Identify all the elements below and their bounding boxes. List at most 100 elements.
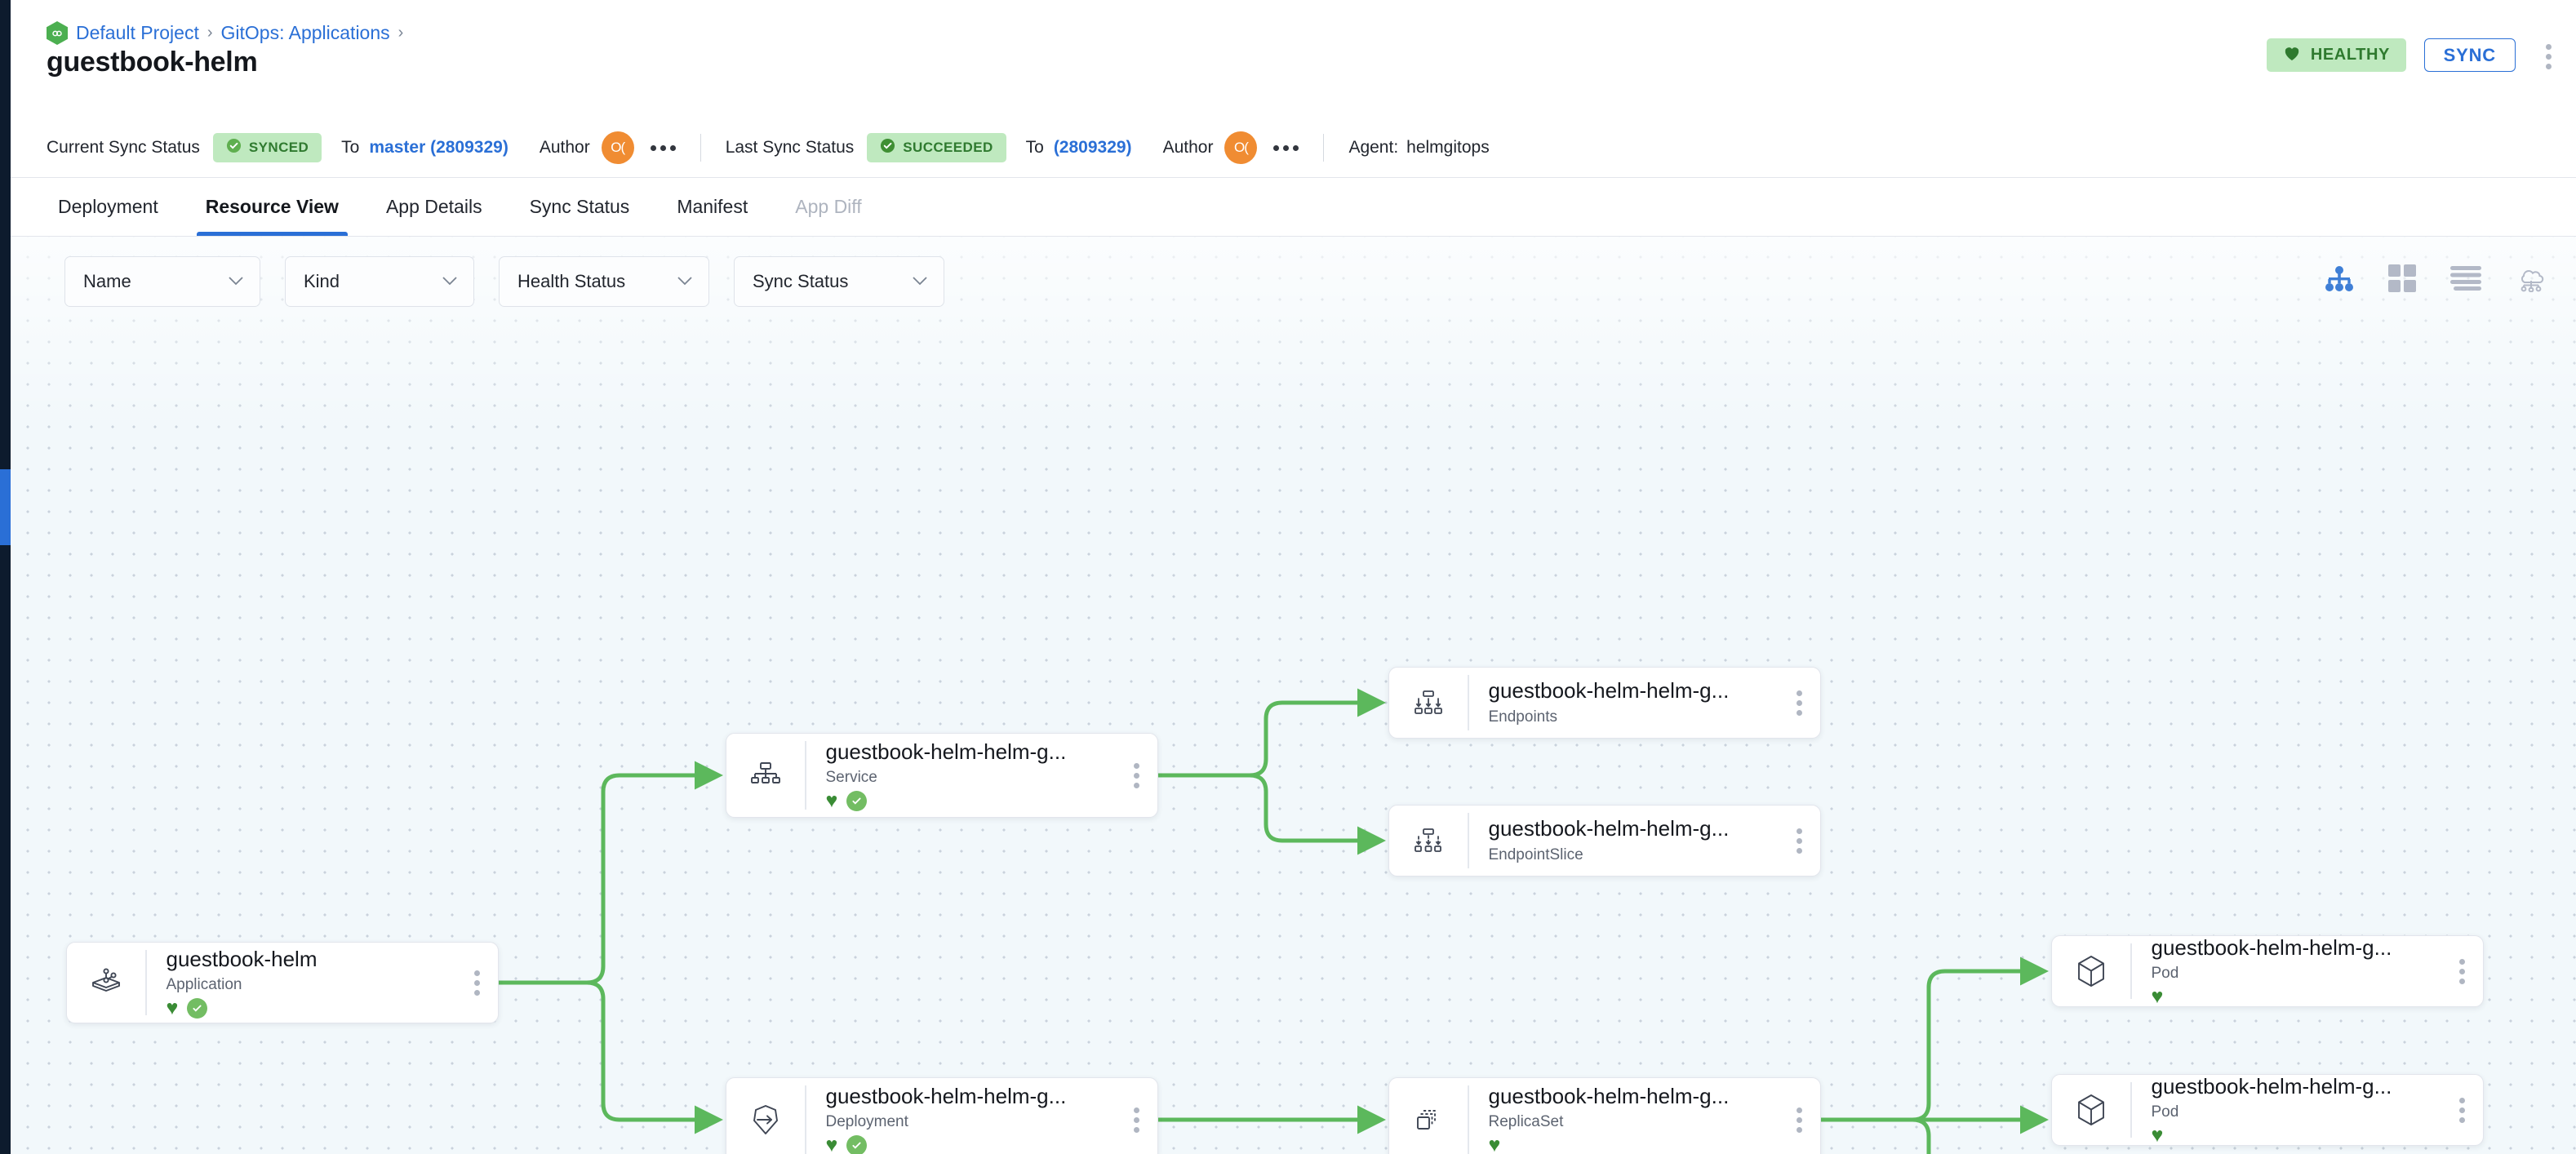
node-title: guestbook-helm-helm-g... — [825, 739, 1067, 764]
graph-node-pod-2[interactable]: guestbook-helm-helm-g... Pod ♥ — [2051, 1074, 2484, 1146]
tab-label: Deployment — [58, 196, 158, 217]
divider — [145, 950, 147, 1015]
node-kebab-menu-icon[interactable] — [1797, 828, 1802, 854]
avatar[interactable]: O( — [601, 131, 634, 164]
ellipsis-icon[interactable] — [1273, 144, 1299, 151]
node-kebab-menu-icon[interactable] — [474, 970, 480, 996]
heart-icon — [2283, 45, 2301, 66]
node-kebab-menu-icon[interactable] — [1134, 1107, 1139, 1133]
filter-kind[interactable]: Kind — [285, 256, 474, 307]
node-title: guestbook-helm-helm-g... — [825, 1084, 1067, 1108]
last-sync-status-pill: SUCCEEDED — [867, 133, 1006, 162]
filter-bar: Name Kind Health Status — [64, 256, 944, 307]
node-body: guestbook-helm Application ♥ — [147, 948, 475, 1019]
divider — [2130, 1082, 2132, 1138]
node-status-badges: ♥ — [166, 996, 475, 1020]
sync-status-bar: Current Sync Status SYNCED To master (28… — [11, 118, 2576, 178]
current-sync-status-pill-label: SYNCED — [248, 140, 309, 155]
filter-sync-status[interactable]: Sync Status — [734, 256, 944, 307]
sync-button[interactable]: SYNC — [2423, 38, 2516, 72]
resource-graph-canvas[interactable]: Name Kind Health Status — [11, 237, 2576, 1154]
resource-graph: guestbook-helm Application ♥ — [11, 237, 2576, 1154]
graph-node-replicaset[interactable]: guestbook-helm-helm-g... ReplicaSet ♥ — [1388, 1077, 1821, 1154]
node-body: guestbook-helm-helm-g... Endpoints — [1469, 679, 1797, 726]
synced-check-icon — [187, 997, 208, 1019]
graph-node-endpoints[interactable]: guestbook-helm-helm-g... Endpoints — [1388, 667, 1821, 739]
node-kind: Service — [825, 769, 877, 787]
filter-name[interactable]: Name — [64, 256, 260, 307]
node-title: guestbook-helm-helm-g... — [1488, 817, 1730, 841]
current-to-label: To — [341, 138, 360, 157]
node-title: guestbook-helm-helm-g... — [1488, 1084, 1730, 1108]
divider — [1468, 813, 1469, 868]
node-body: guestbook-helm-helm-g... ReplicaSet ♥ — [1469, 1085, 1797, 1154]
divider — [700, 134, 701, 162]
node-kebab-menu-icon[interactable] — [1797, 690, 1802, 716]
filter-sync-status-label: Sync Status — [753, 271, 849, 291]
node-status-badges: ♥ — [826, 790, 1135, 811]
node-body: guestbook-helm-helm-g... EndpointSlice — [1469, 817, 1797, 864]
last-sync-status-group: Last Sync Status SUCCEEDED To (2809329) … — [726, 131, 1299, 164]
agent-value: helmgitops — [1406, 138, 1490, 157]
divider — [1468, 1085, 1469, 1154]
view-mode-toggle-group — [2325, 264, 2547, 296]
graph-node-pod-1[interactable]: guestbook-helm-helm-g... Pod ♥ — [2051, 935, 2484, 1007]
tab-deployment[interactable]: Deployment — [47, 178, 182, 236]
tab-label: Sync Status — [529, 196, 630, 217]
current-revision-link[interactable]: master (2809329) — [369, 138, 509, 157]
tree-view-icon[interactable] — [2325, 265, 2354, 295]
sync-button-label: SYNC — [2443, 44, 2496, 65]
node-body: guestbook-helm-helm-g... Pod ♥ — [2132, 936, 2460, 1007]
last-author-label: Author — [1162, 138, 1214, 157]
breadcrumb-item-gitops-applications[interactable]: GitOps: Applications — [220, 22, 390, 43]
graph-node-application[interactable]: guestbook-helm Application ♥ — [66, 942, 499, 1023]
filter-name-label: Name — [83, 271, 131, 291]
tab-manifest[interactable]: Manifest — [653, 178, 771, 236]
replicaset-icon — [1389, 1103, 1468, 1137]
current-sync-status-pill: SYNCED — [212, 133, 322, 162]
ellipsis-icon[interactable] — [650, 144, 676, 151]
tab-sync-status[interactable]: Sync Status — [506, 178, 654, 236]
tab-app-diff: App Diff — [771, 178, 885, 236]
kebab-menu-icon[interactable] — [2546, 44, 2552, 69]
health-heart-icon: ♥ — [2151, 1124, 2164, 1147]
tab-label: App Details — [385, 196, 482, 217]
endpoints-icon — [1389, 686, 1468, 720]
tab-resource-view[interactable]: Resource View — [182, 178, 362, 236]
breadcrumb-separator: › — [207, 24, 213, 42]
pod-icon — [2052, 953, 2130, 989]
network-topology-icon[interactable] — [2516, 264, 2547, 296]
graph-node-endpointslice[interactable]: guestbook-helm-helm-g... EndpointSlice — [1388, 805, 1821, 877]
graph-node-deployment[interactable]: guestbook-helm-helm-g... Deployment ♥ — [726, 1077, 1158, 1154]
page-title: guestbook-helm — [47, 47, 258, 78]
grid-view-icon[interactable] — [2388, 264, 2416, 296]
node-title: guestbook-helm-helm-g... — [2151, 935, 2392, 960]
breadcrumb-separator: › — [398, 24, 404, 42]
node-kebab-menu-icon[interactable] — [1797, 1107, 1802, 1133]
divider — [1468, 675, 1469, 730]
divider — [1323, 134, 1325, 162]
tab-label: Resource View — [205, 196, 339, 217]
last-revision-link[interactable]: (2809329) — [1053, 138, 1132, 157]
node-kebab-menu-icon[interactable] — [1134, 762, 1139, 788]
node-kebab-menu-icon[interactable] — [2459, 958, 2465, 984]
left-nav-rail[interactable] — [0, 0, 11, 1154]
node-status-badges: ♥ — [1489, 1135, 1797, 1154]
filter-health-status[interactable]: Health Status — [499, 256, 709, 307]
rail-active-indicator — [0, 469, 11, 545]
list-view-icon[interactable] — [2450, 266, 2481, 295]
pod-icon — [2052, 1092, 2130, 1128]
divider — [2130, 943, 2132, 999]
synced-check-icon — [846, 1134, 868, 1154]
filter-kind-label: Kind — [304, 271, 340, 291]
node-status-badges: ♥ — [2152, 987, 2460, 1007]
graph-node-service[interactable]: guestbook-helm-helm-g... Service ♥ — [726, 733, 1158, 818]
tab-app-details[interactable]: App Details — [362, 178, 506, 236]
health-heart-icon: ♥ — [166, 996, 179, 1020]
breadcrumb-item-default-project[interactable]: Default Project — [76, 22, 199, 43]
avatar[interactable]: O( — [1224, 131, 1258, 164]
node-kebab-menu-icon[interactable] — [2459, 1097, 2465, 1123]
last-sync-status-label: Last Sync Status — [725, 138, 855, 157]
node-status-badges: ♥ — [2151, 1124, 2460, 1147]
check-circle-icon — [880, 138, 895, 158]
